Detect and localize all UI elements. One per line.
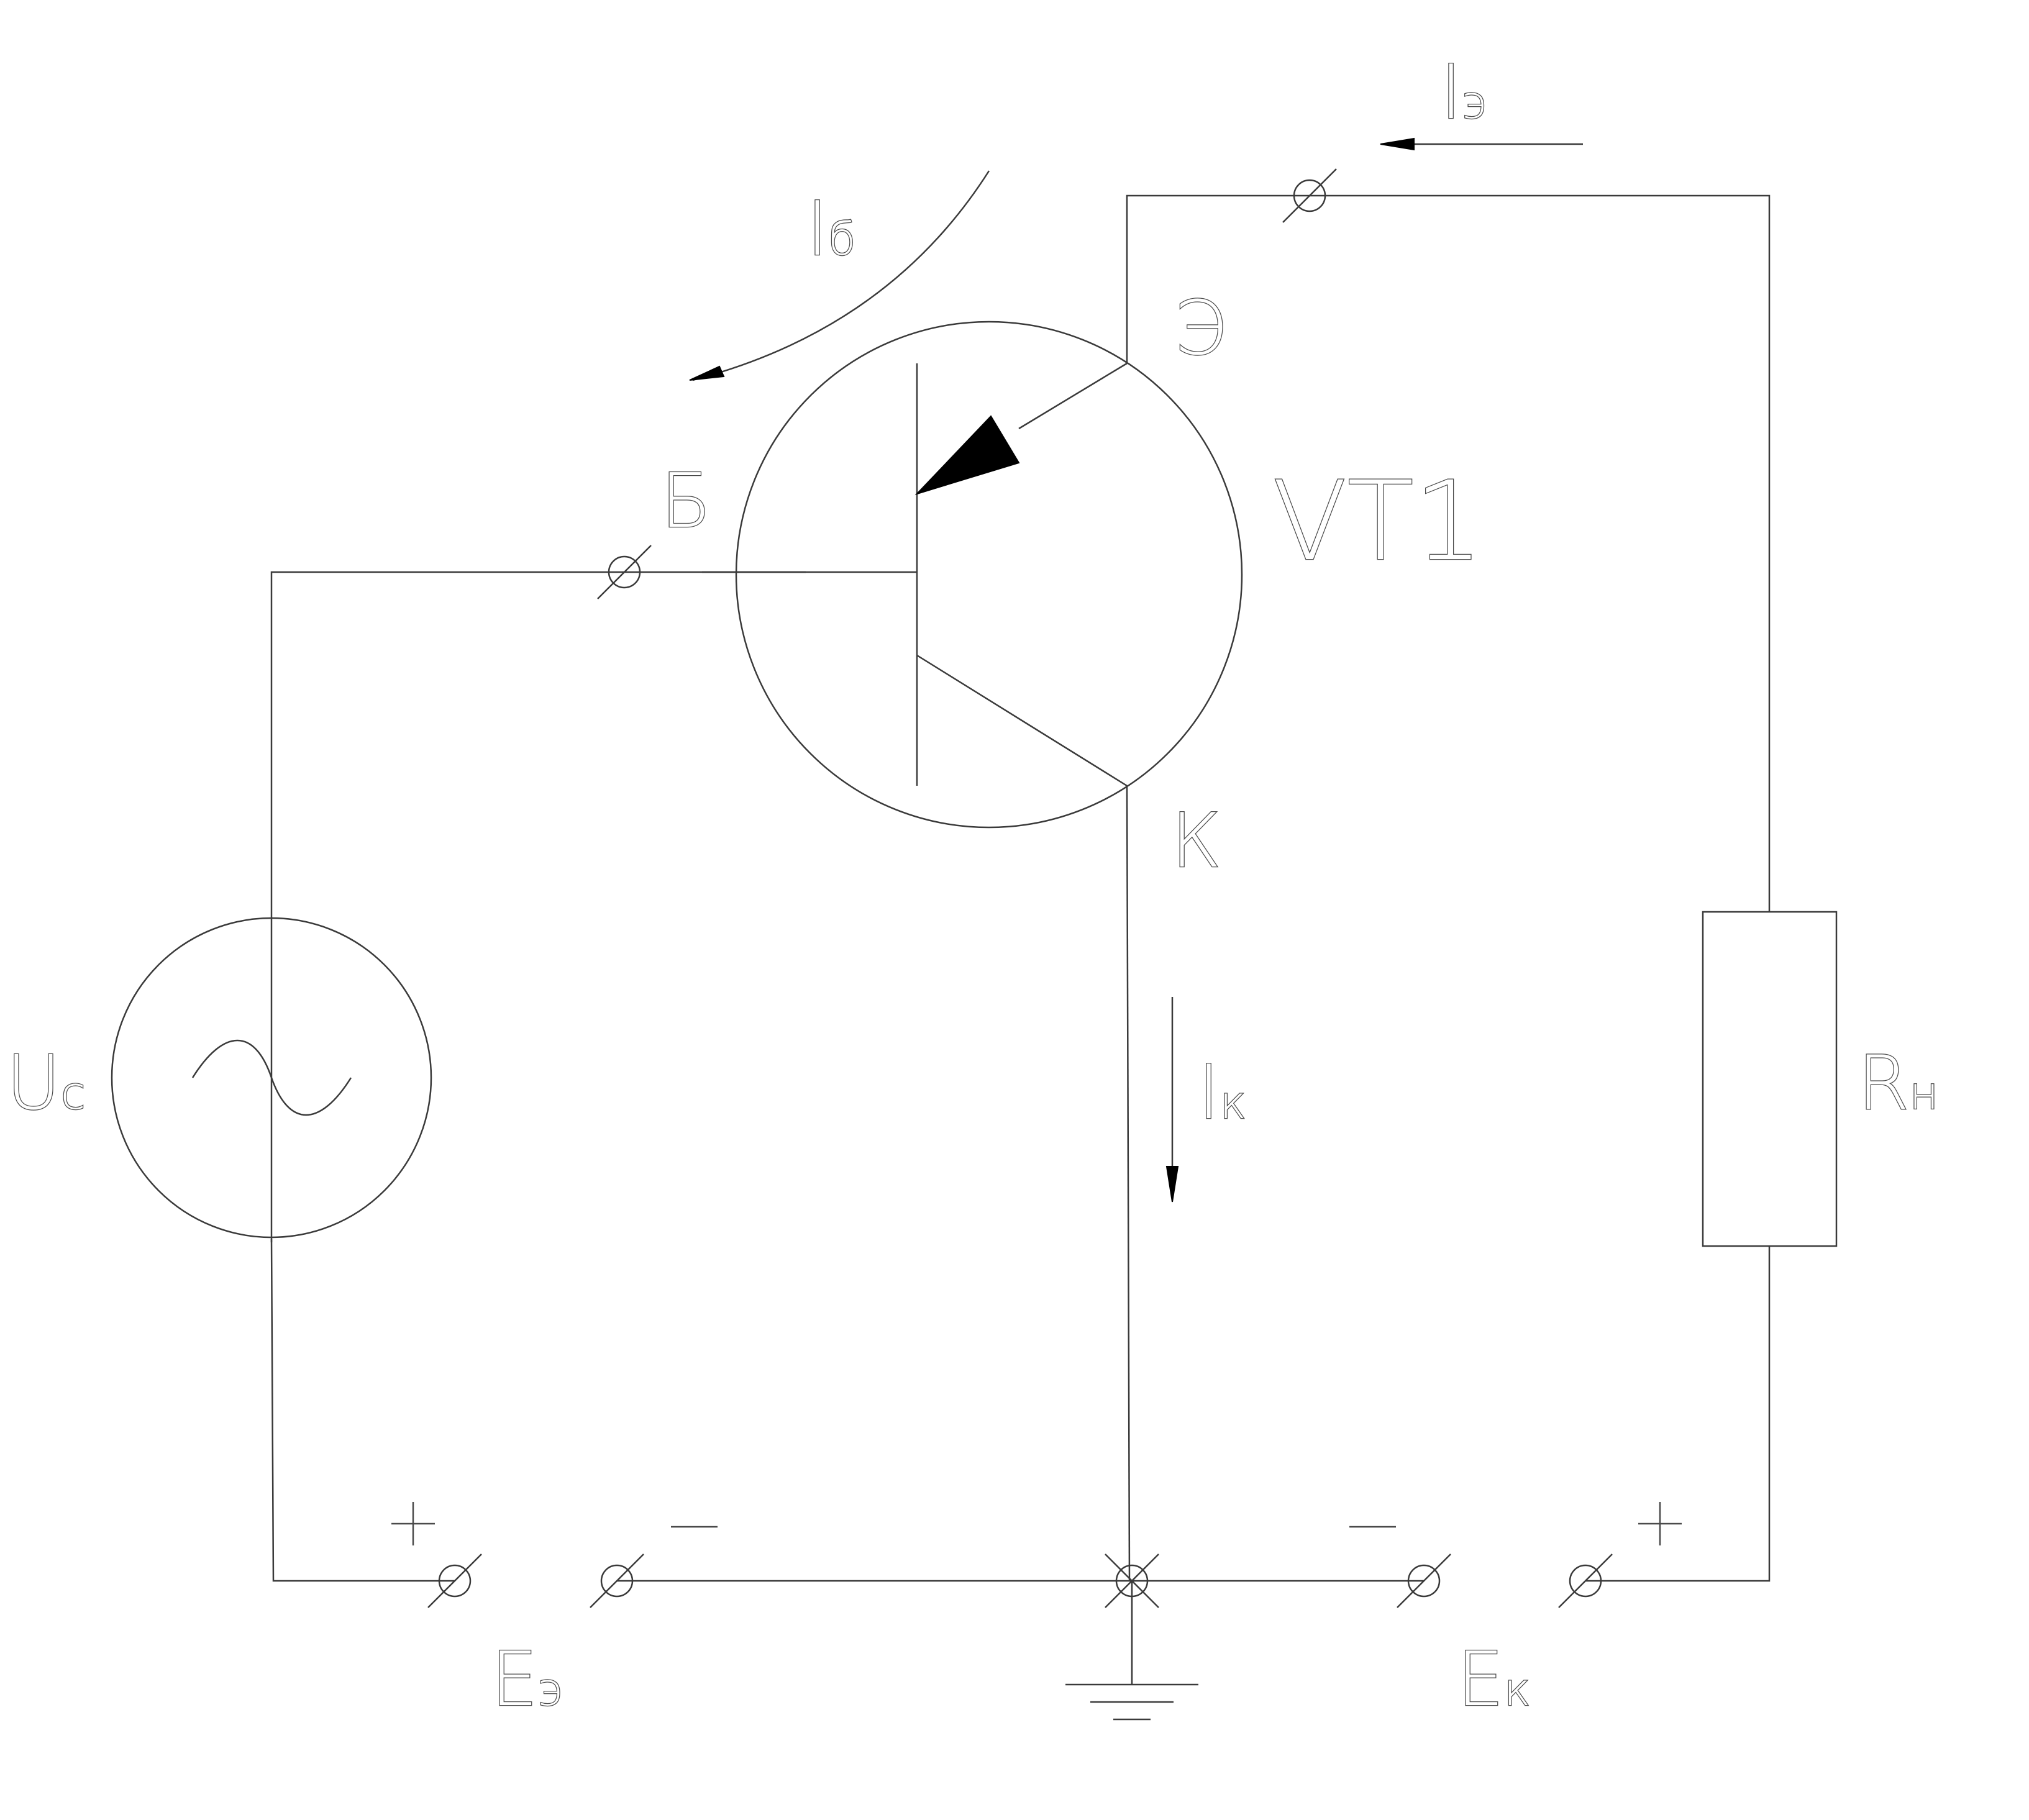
ground-icon: [1065, 1683, 1198, 1721]
collector-current-arrow-icon: [1165, 1166, 1179, 1203]
terminal-icon: [1282, 168, 1337, 223]
wire-base: [270, 571, 806, 1242]
load-label: Rн: [1858, 1040, 1938, 1127]
ac-source-icon: [111, 917, 432, 1239]
transistor-body: [735, 321, 1243, 829]
emitter-current-arrow-icon: [1380, 137, 1415, 151]
resistor-icon: [1702, 911, 1838, 1247]
emitter-arrow-icon: [914, 415, 1020, 496]
terminal-icon: [1397, 1554, 1451, 1608]
terminal-icon: [597, 545, 652, 599]
wire-emitter: [1126, 194, 1310, 363]
collector-lead: [916, 654, 1128, 787]
polarity-signs: [391, 1502, 1682, 1545]
terminal-icon: [427, 1554, 482, 1608]
base-current-arc: [692, 170, 990, 381]
transistor-name: VT1: [1272, 458, 1484, 585]
emitter-supply-label: Eэ: [491, 1637, 562, 1723]
collector-supply-label: Eк: [1457, 1637, 1531, 1723]
terminals: [427, 168, 1613, 1608]
transistor-vt1: [702, 321, 1243, 829]
emitter-lead: [1018, 362, 1128, 430]
base-current-label: Iб: [806, 186, 855, 273]
terminal-icon: [1105, 1554, 1159, 1608]
base-current-arrow-icon: [689, 365, 725, 381]
source-label: Uc: [6, 1040, 85, 1127]
sine-wave-icon: [191, 1039, 352, 1116]
current-arrows: [689, 137, 1583, 1203]
terminal-icon: [590, 1554, 644, 1608]
wire-source-bottom: [270, 1239, 455, 1582]
ac-source: [111, 917, 432, 1239]
base-label: Б: [660, 458, 711, 545]
collector-label: К: [1171, 798, 1221, 885]
terminal-icon: [1558, 1554, 1613, 1608]
wire-load-bottom: [1585, 1246, 1771, 1582]
wire-collector: [1126, 785, 1131, 1581]
emitter-label: Э: [1174, 286, 1226, 372]
emitter-current-label: Iэ: [1440, 50, 1487, 136]
wire-emitter-top: [1310, 194, 1771, 912]
wires: [270, 194, 1771, 1685]
collector-current-label: Iк: [1198, 1050, 1246, 1136]
labels: VT1 Б Э К Uc Rн Iэ Iб Iк Eэ Eк: [6, 49, 1940, 1724]
